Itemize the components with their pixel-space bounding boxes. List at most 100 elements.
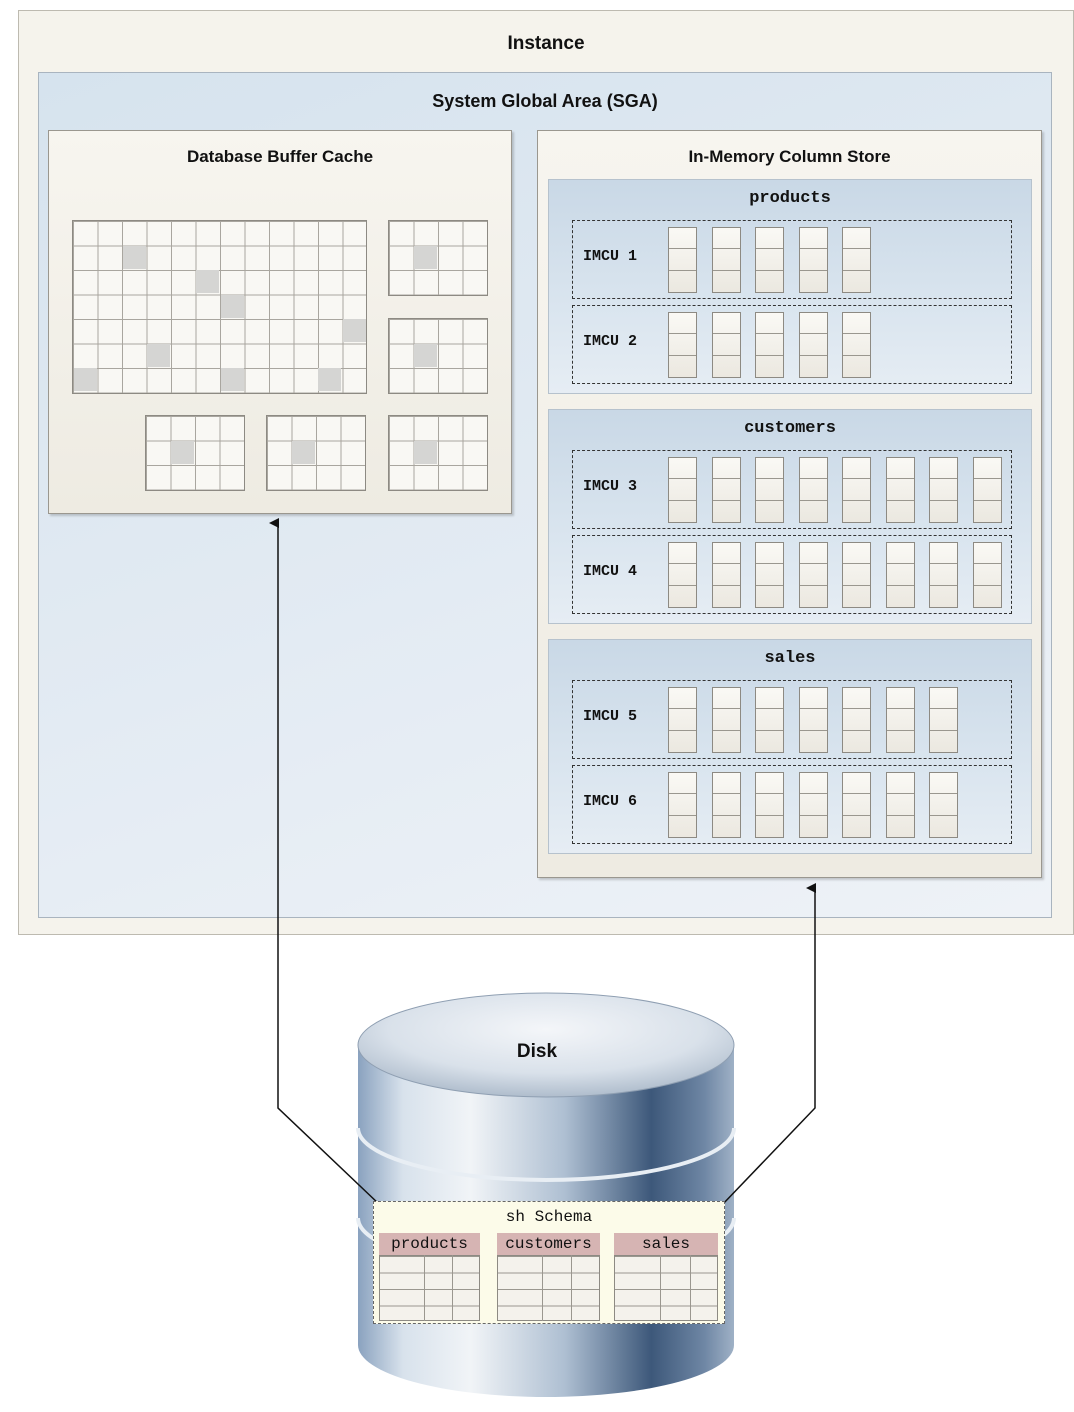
table-grid-customers: [497, 1255, 600, 1321]
table-grid-line: [571, 1255, 572, 1321]
buffer-block-grid-small: [266, 415, 366, 491]
column-cu: [929, 542, 958, 608]
column-cu: [711, 457, 741, 523]
imcu-label: IMCU 2: [583, 333, 638, 350]
buffer-block-grid-small: [388, 415, 488, 491]
column-cu: [798, 457, 828, 523]
column-cu: [798, 542, 828, 608]
column-cu: [929, 457, 958, 523]
column-cu: [755, 457, 784, 523]
imcu-label: IMCU 1: [583, 248, 638, 265]
dirty-buffer: [343, 319, 366, 342]
column-cu: [755, 687, 784, 753]
segment-title: customers: [744, 419, 836, 438]
segment-products: products IMCU 1 IMCU 2: [548, 179, 1032, 394]
column-cu: [755, 772, 784, 838]
dirty-buffer: [414, 246, 437, 269]
in-memory-column-store: In-Memory Column Store products IMCU 1 I…: [537, 130, 1042, 878]
imcu-box: IMCU 3: [572, 450, 1012, 529]
column-cu: [842, 457, 871, 523]
column-cu: [885, 542, 915, 608]
column-cu: [755, 542, 784, 608]
buffer-block-grid-small: [145, 415, 245, 491]
imcu-box: IMCU 5: [572, 680, 1012, 759]
imcu-box: IMCU 2: [572, 305, 1012, 384]
table-grid-products: [379, 1255, 480, 1321]
dirty-buffer: [74, 368, 97, 391]
column-cu: [711, 312, 741, 378]
dirty-buffer: [221, 295, 244, 318]
column-cu: [842, 772, 871, 838]
column-cu: [668, 312, 697, 378]
table-header-products: products: [379, 1233, 480, 1255]
imcu-box: IMCU 1: [572, 220, 1012, 299]
dirty-buffer: [318, 368, 341, 391]
column-cu: [885, 687, 915, 753]
disk-cylinder-top: [357, 992, 735, 1098]
column-cu: [668, 687, 697, 753]
column-cu: [885, 772, 915, 838]
column-cu: [711, 542, 741, 608]
imcu-label: IMCU 5: [583, 708, 638, 725]
table-grid-line: [452, 1255, 453, 1321]
column-cu: [842, 542, 871, 608]
table-grid-line: [424, 1255, 425, 1321]
dirty-buffer: [171, 441, 194, 464]
arrow-to-buffer-cache: [269, 518, 381, 1206]
dirty-buffer: [123, 246, 146, 269]
column-cu: [668, 227, 697, 293]
imcu-label: IMCU 3: [583, 478, 638, 495]
column-cu: [842, 227, 871, 293]
buffer-block-grid-small: [388, 318, 488, 394]
sh-schema: sh Schema products customers sales: [373, 1201, 725, 1324]
dirty-buffer: [221, 368, 244, 391]
column-cu: [668, 542, 697, 608]
column-cu: [798, 687, 828, 753]
column-cu: [798, 772, 828, 838]
imcu-box: IMCU 6: [572, 765, 1012, 844]
dirty-buffer: [414, 441, 437, 464]
column-cu: [842, 687, 871, 753]
column-cu: [755, 227, 784, 293]
segment-title: products: [749, 189, 831, 208]
imcu-box: IMCU 4: [572, 535, 1012, 614]
column-cu: [711, 687, 741, 753]
column-cu: [711, 772, 741, 838]
table-grid-sales: [614, 1255, 718, 1321]
table-grid-line: [690, 1255, 691, 1321]
segment-customers: customers IMCU 3 IMCU 4: [548, 409, 1032, 624]
disk-platter-seam: [356, 1127, 736, 1182]
schema-title: sh Schema: [505, 1208, 593, 1226]
column-cu: [972, 457, 1002, 523]
buffer-cache-title: Database Buffer Cache: [186, 147, 374, 166]
column-cu: [929, 772, 958, 838]
arrow-to-column-store: [721, 883, 816, 1206]
column-cu: [972, 542, 1002, 608]
table-header-sales: sales: [614, 1233, 718, 1255]
column-cu: [798, 227, 828, 293]
table-header-customers: customers: [497, 1233, 600, 1255]
column-store-title: In-Memory Column Store: [688, 147, 891, 166]
column-cu: [668, 772, 697, 838]
sga-title: System Global Area (SGA): [432, 91, 658, 111]
column-cu: [885, 457, 915, 523]
column-cu: [755, 312, 784, 378]
instance-title: Instance: [507, 33, 585, 54]
column-cu: [842, 312, 871, 378]
column-cu: [929, 687, 958, 753]
column-cu: [668, 457, 697, 523]
disk-title: Disk: [516, 1041, 558, 1062]
dirty-buffer: [414, 344, 437, 367]
column-cu: [798, 312, 828, 378]
table-grid-line: [542, 1255, 543, 1321]
imcu-label: IMCU 6: [583, 793, 638, 810]
dirty-buffer: [147, 344, 170, 367]
table-grid-line: [660, 1255, 661, 1321]
segment-sales: sales IMCU 5 IMCU 6: [548, 639, 1032, 854]
buffer-block-grid-small: [388, 220, 488, 296]
segment-title: sales: [764, 649, 816, 668]
dirty-buffer: [196, 270, 219, 293]
dirty-buffer: [292, 441, 315, 464]
buffer-block-grid-large: [72, 220, 367, 394]
database-buffer-cache: Database Buffer Cache: [48, 130, 512, 514]
